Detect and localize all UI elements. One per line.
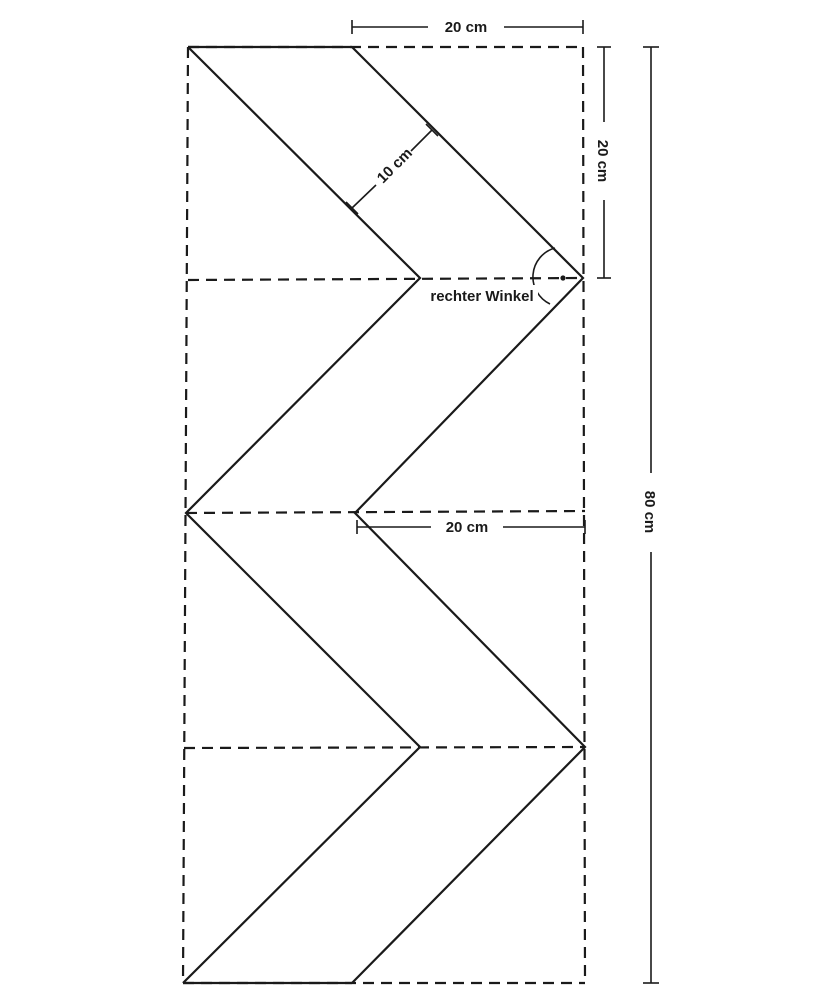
segment-height-dimension: 20 cm — [594, 46, 611, 279]
dashed-outline — [181, 45, 587, 985]
zigzag-left-edge — [182, 45, 422, 984]
top-width-label: 20 cm — [445, 19, 488, 36]
zigzag-right-edge — [351, 46, 587, 984]
middle-width-dimension: 20 cm — [356, 519, 586, 536]
dashed-division-lines — [183, 276, 586, 750]
right-angle-marker — [532, 247, 566, 305]
middle-width-label: 20 cm — [446, 519, 489, 536]
top-width-dimension: 20 cm — [351, 19, 584, 36]
band-width-dimension: 10 cm — [345, 123, 439, 215]
band-width-label: 10 cm — [374, 145, 416, 187]
segment-height-label: 20 cm — [594, 140, 611, 183]
total-height-label: 80 cm — [641, 491, 658, 534]
right-angle-label: rechter Winkel — [430, 288, 533, 305]
total-height-dimension: 80 cm — [641, 46, 659, 984]
